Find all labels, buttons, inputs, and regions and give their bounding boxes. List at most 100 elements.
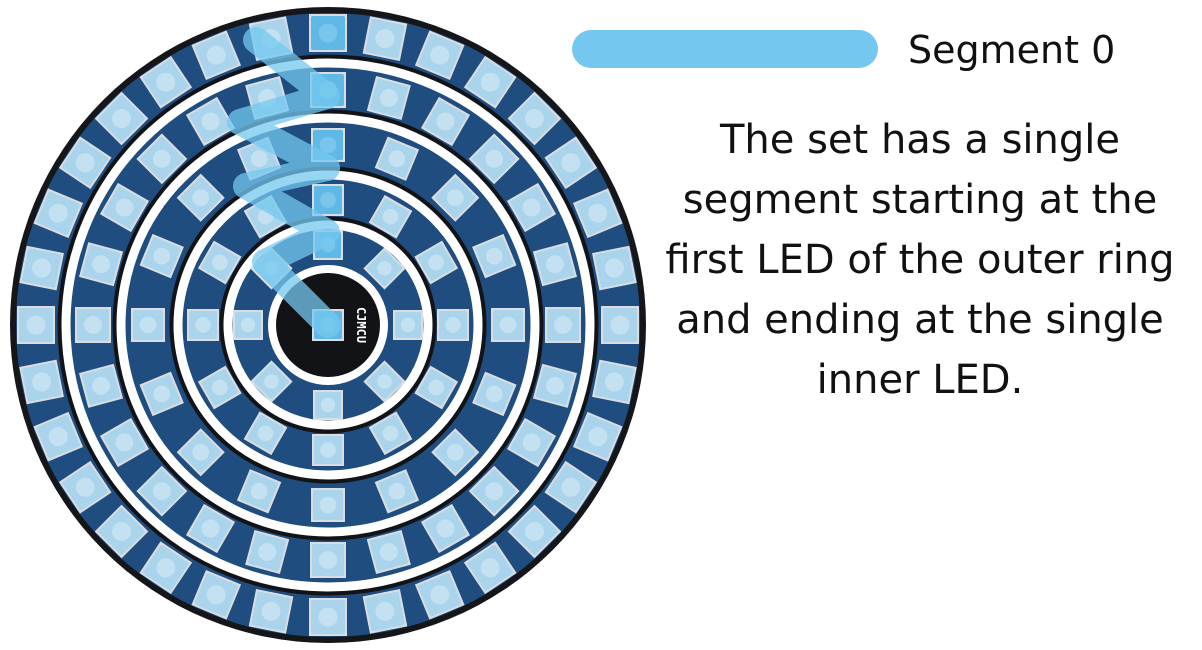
led-outer-21: [58, 460, 112, 514]
led-third-14: [176, 173, 225, 222]
led-outer-22: [33, 411, 84, 462]
led-lens: [561, 153, 581, 173]
led-second-7: [532, 363, 578, 408]
caption-line: and ending at the single: [676, 297, 1164, 343]
led-second-2: [420, 96, 471, 147]
led-lens: [546, 255, 564, 274]
led-outer-27: [58, 136, 112, 190]
led-lens: [524, 108, 544, 129]
led-lens: [446, 443, 464, 461]
led-second-12: [310, 542, 346, 578]
led-third-9: [236, 469, 282, 514]
segment-0-path: [227, 27, 341, 338]
led-lens: [524, 521, 544, 541]
led-fourth-1: [368, 194, 413, 239]
led-lens: [206, 585, 226, 605]
led-third-2: [431, 173, 480, 222]
led-lens: [522, 433, 541, 452]
led-lens: [561, 477, 581, 497]
led-outer-0: [309, 14, 347, 52]
led-second-5: [532, 242, 578, 287]
led-outer-19: [139, 541, 193, 595]
led-lens: [156, 72, 176, 92]
led-lens: [153, 385, 171, 403]
led-second-17: [78, 363, 124, 408]
led-lens: [379, 543, 398, 561]
led-lens: [84, 316, 102, 334]
led-lens: [32, 372, 52, 392]
led-lens: [485, 149, 504, 168]
legend-label: Segment 0: [908, 28, 1116, 72]
led-lens: [430, 45, 450, 65]
led-lens: [92, 376, 110, 395]
led-second-19: [78, 242, 124, 287]
led-lens: [240, 317, 256, 333]
led-lens: [115, 433, 134, 452]
led-second-22: [185, 96, 236, 147]
led-lens: [156, 558, 176, 578]
led-lens: [480, 558, 500, 578]
led-lens: [319, 551, 337, 569]
led-second-8: [506, 417, 557, 468]
led-lens: [428, 379, 445, 396]
led-second-11: [366, 529, 411, 575]
led-outer-6: [572, 188, 623, 239]
led-third-4: [491, 308, 525, 342]
led-lens: [192, 443, 210, 461]
led-fifth-1: [363, 247, 406, 290]
led-second-18: [75, 307, 111, 343]
led-lens: [388, 482, 406, 500]
led-third-6: [431, 428, 480, 477]
led-outer-23: [19, 359, 64, 405]
caption: The set has a single segment starting at…: [650, 110, 1190, 410]
led-lens: [152, 149, 171, 168]
led-third-11: [139, 371, 184, 417]
led-outer-10: [572, 411, 623, 462]
led-lens: [250, 150, 268, 168]
led-lens: [319, 136, 337, 154]
led-second-10: [420, 503, 471, 554]
led-fourth-10: [197, 240, 242, 285]
led-lens: [588, 427, 608, 447]
led-lens: [32, 258, 52, 278]
led-outer-2: [414, 30, 465, 81]
led-lens: [320, 192, 336, 208]
led-second-16: [99, 417, 150, 468]
led-second-13: [245, 529, 290, 575]
separator-ring-1: [61, 58, 595, 592]
legend: Segment 0: [572, 26, 1192, 74]
led-outer-7: [592, 245, 637, 291]
led-lens: [320, 442, 336, 458]
led-outer-26: [33, 188, 84, 239]
led-outer-25: [19, 245, 64, 291]
led-lens: [75, 477, 95, 497]
led-lens: [400, 317, 416, 333]
led-lens: [610, 315, 630, 335]
led-fourth-5: [368, 411, 413, 456]
led-fourth-8: [197, 365, 242, 410]
led-lens: [382, 425, 399, 442]
led-lens: [250, 482, 268, 500]
led-lens: [485, 247, 503, 265]
led-lens: [522, 198, 541, 217]
led-lens: [320, 397, 336, 413]
led-lens: [92, 255, 110, 274]
led-lens: [152, 482, 171, 501]
led-lens: [201, 519, 220, 538]
led-ring-board: CJMCU: [10, 7, 646, 643]
caption-line: inner LED.: [816, 357, 1024, 403]
led-lens: [211, 254, 228, 271]
led-lens: [206, 45, 226, 65]
led-lens: [480, 72, 500, 92]
led-outer-13: [463, 541, 517, 595]
led-outer-24: [17, 306, 55, 344]
led-fourth-9: [187, 309, 219, 341]
led-lens: [26, 315, 46, 335]
led-third-3: [472, 233, 517, 279]
led-outer-1: [362, 16, 408, 61]
led-lens: [436, 112, 455, 131]
led-lens: [115, 198, 134, 217]
caption-line: first LED of the outer ring: [665, 237, 1175, 283]
led-second-14: [185, 503, 236, 554]
led-lens: [377, 374, 392, 389]
